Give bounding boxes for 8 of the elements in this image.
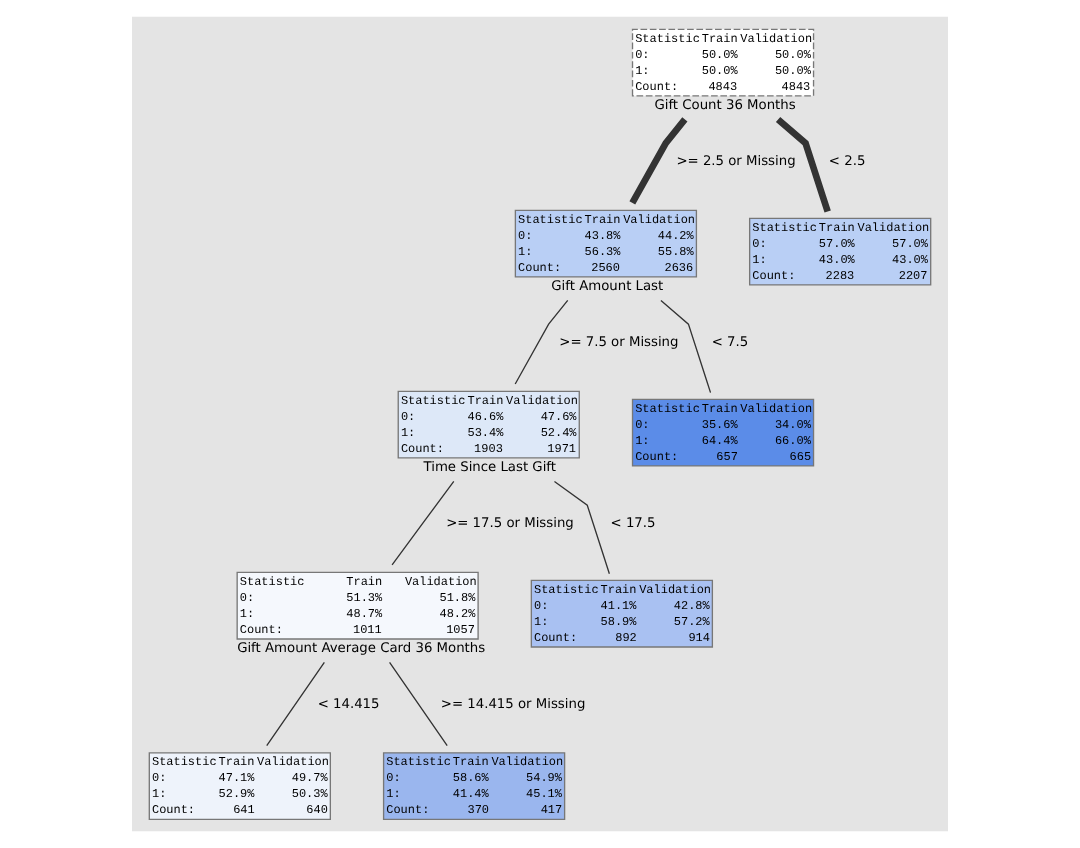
connector (553, 480, 611, 575)
connector (775, 116, 831, 213)
connector (266, 661, 325, 747)
connector (391, 480, 455, 566)
connector (388, 661, 448, 747)
connector (514, 299, 569, 385)
connector (660, 299, 712, 394)
connector (629, 117, 688, 205)
